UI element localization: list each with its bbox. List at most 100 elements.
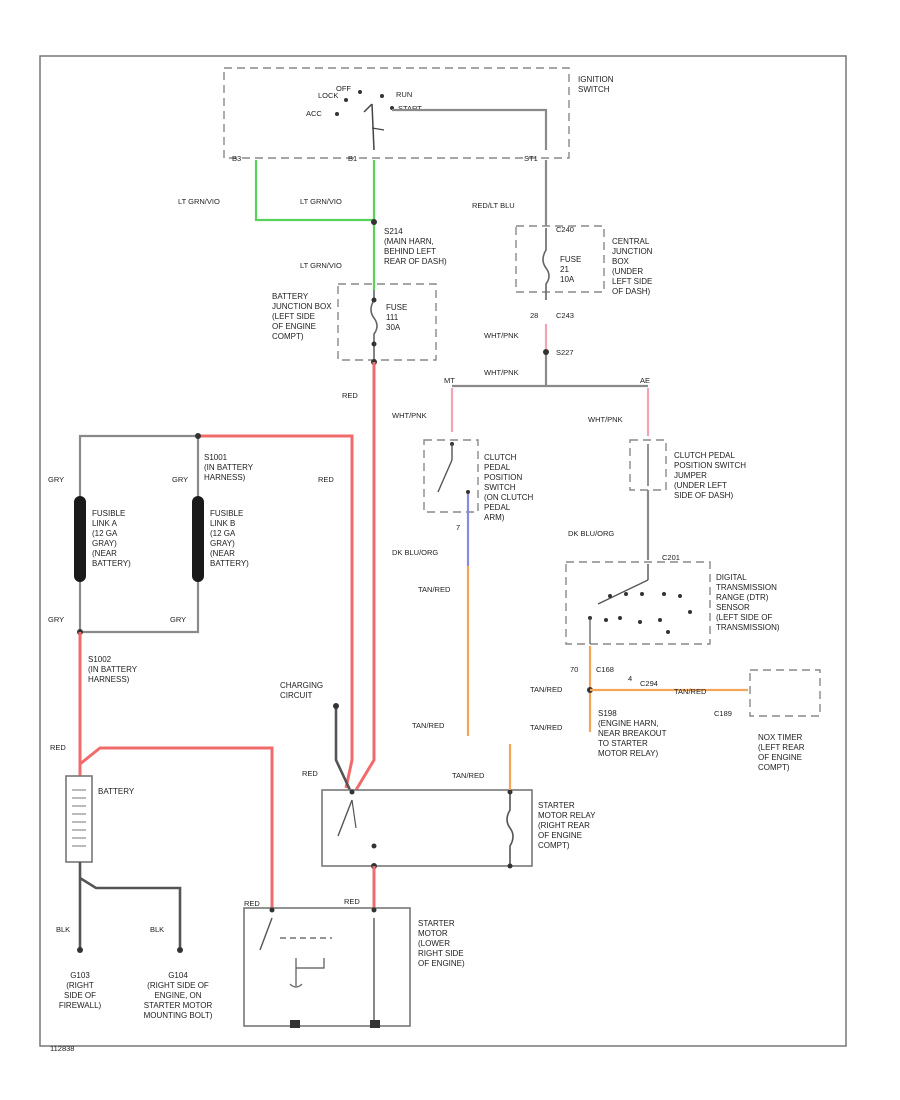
ground-g103-node bbox=[77, 947, 83, 953]
splice-s198-label-line: S198 bbox=[598, 709, 617, 718]
splice-s1001-label-line: (IN BATTERY bbox=[204, 463, 254, 472]
clutch-switch-label-line: PEDAL bbox=[484, 503, 511, 512]
central-junction-box bbox=[515, 225, 605, 293]
fusible-link-b-label-line: (NEAR bbox=[210, 549, 235, 558]
clutch-jumper-label-line: (UNDER LEFT bbox=[674, 481, 727, 490]
fusible-link-b-label-line: FUSIBLE bbox=[210, 509, 243, 518]
ignition-switch-box bbox=[223, 67, 570, 159]
splice-s214-node bbox=[371, 219, 377, 225]
splice-s1002-label-line: (IN BATTERY bbox=[88, 665, 138, 674]
battery-label: BATTERY bbox=[98, 787, 135, 796]
wire-label-tan-red-1: TAN/RED bbox=[418, 585, 451, 594]
wire-label-wht-pnk-2: WHT/PNK bbox=[484, 368, 519, 377]
charging-circuit-label-line: CHARGING bbox=[280, 681, 323, 690]
bjb-node-top bbox=[371, 297, 377, 303]
bjb-fuse-symbol bbox=[370, 290, 378, 362]
battery-junction-box-label-line: COMPT) bbox=[272, 332, 304, 341]
nox-timer-box bbox=[749, 669, 821, 717]
ground-g104-label-line: G104 bbox=[168, 971, 188, 980]
splice-s214-label-line: S214 bbox=[384, 227, 403, 236]
battery-junction-box-label-line: BATTERY bbox=[272, 292, 309, 301]
starter-motor-internals bbox=[259, 907, 380, 1028]
ground-g104-label-line: ENGINE, ON bbox=[154, 991, 201, 1000]
splice-s1001-label-line: HARNESS) bbox=[204, 473, 246, 482]
wire-label-lt-grn-2: LT GRN/VIO bbox=[300, 197, 342, 206]
battery-junction-box-label-line: (LEFT SIDE bbox=[272, 312, 315, 321]
fusible-link-b bbox=[192, 496, 204, 582]
connector-num-7: 7 bbox=[456, 523, 460, 532]
splice-s198-label-line: TO STARTER bbox=[598, 739, 648, 748]
splice-s214-label-line: (MAIN HARN, bbox=[384, 237, 434, 246]
ignition-pos-off: OFF bbox=[336, 84, 351, 93]
starter-motor-label-line: STARTER bbox=[418, 919, 455, 928]
bjb-fuse-label-line: 111 bbox=[386, 313, 399, 322]
fusible-link-a bbox=[74, 496, 86, 582]
cjb-fuse-label-line: 21 bbox=[560, 265, 569, 274]
dtr-sensor-label-line: RANGE (DTR) bbox=[716, 593, 769, 602]
battery-cells bbox=[72, 789, 86, 847]
ground-g104-label-line: MOUNTING BOLT) bbox=[144, 1011, 213, 1020]
red-wire-to-starter bbox=[79, 746, 274, 910]
red-wire-bjb-to-relay bbox=[354, 362, 376, 791]
starter-motor-box bbox=[243, 907, 411, 1027]
wire-label-wht-pnk-4: WHT/PNK bbox=[588, 415, 623, 424]
wire-label-dk-blu-1: DK BLU/ORG bbox=[392, 548, 438, 557]
wire-label-red-3: RED bbox=[342, 391, 358, 400]
ground-g104-label-line: STARTER MOTOR bbox=[144, 1001, 213, 1010]
wire-label-red-6: RED bbox=[344, 897, 360, 906]
splice-s1001-node bbox=[195, 433, 201, 439]
splice-s198-label-line: (ENGINE HARN, bbox=[598, 719, 658, 728]
red-wire-top bbox=[198, 434, 354, 789]
ignition-switch-contacts bbox=[335, 90, 548, 151]
wire-label-gry-1: GRY bbox=[48, 475, 64, 484]
wire-label-gry-4: GRY bbox=[170, 615, 186, 624]
battery-junction-box-label-line: OF ENGINE bbox=[272, 322, 316, 331]
clutch-jumper-label-line: SIDE OF DASH) bbox=[674, 491, 733, 500]
starter-motor-label-line: (LOWER bbox=[418, 939, 450, 948]
lt-grn-wire-left bbox=[254, 160, 374, 222]
central-junction-box-label-line: JUNCTION bbox=[612, 247, 653, 256]
central-junction-box-label-line: OF DASH) bbox=[612, 287, 651, 296]
connector-c294: C294 bbox=[640, 679, 658, 688]
ground-g104-label-line: (RIGHT SIDE OF bbox=[147, 981, 209, 990]
clutch-jumper-label-line: JUMPER bbox=[674, 471, 707, 480]
central-junction-box-label-line: (UNDER bbox=[612, 267, 643, 276]
splice-s198-label-line: NEAR BREAKOUT bbox=[598, 729, 667, 738]
ground-g103-label-line: G103 bbox=[70, 971, 90, 980]
wire-label-tan-red-6: TAN/RED bbox=[452, 771, 485, 780]
diagram-frame bbox=[39, 55, 847, 1047]
connector-num-4: 4 bbox=[628, 674, 632, 683]
wire-label-gry-3: GRY bbox=[48, 615, 64, 624]
dtr-sensor-label-line: SENSOR bbox=[716, 603, 750, 612]
starter-relay-coil bbox=[506, 792, 514, 866]
ground-g103-label-line: (RIGHT bbox=[66, 981, 94, 990]
ignition-switch-label-line: SWITCH bbox=[578, 85, 610, 94]
clutch-jumper-label-line: POSITION SWITCH bbox=[674, 461, 746, 470]
dtr-sensor-label-line: (LEFT SIDE OF bbox=[716, 613, 772, 622]
fusible-link-a-label-line: (12 GA bbox=[92, 529, 118, 538]
wire-label-tan-red-4: TAN/RED bbox=[674, 687, 707, 696]
starter-relay-label-line: STARTER bbox=[538, 801, 575, 810]
charging-circuit-label-line: CIRCUIT bbox=[280, 691, 313, 700]
wire-label-red-lt-blu: RED/LT BLU bbox=[472, 201, 515, 210]
dtr-sensor-label-line: TRANSMISSION bbox=[716, 583, 777, 592]
starter-motor-label-line: RIGHT SIDE bbox=[418, 949, 464, 958]
splice-s1002-label-line: HARNESS) bbox=[88, 675, 130, 684]
bjb-fuse-label-line: FUSE bbox=[386, 303, 407, 312]
battery-box bbox=[65, 775, 93, 863]
fusible-link-a-label-line: BATTERY) bbox=[92, 559, 131, 568]
relay-coil-bottom bbox=[507, 863, 513, 869]
battery-junction-box bbox=[337, 283, 437, 361]
